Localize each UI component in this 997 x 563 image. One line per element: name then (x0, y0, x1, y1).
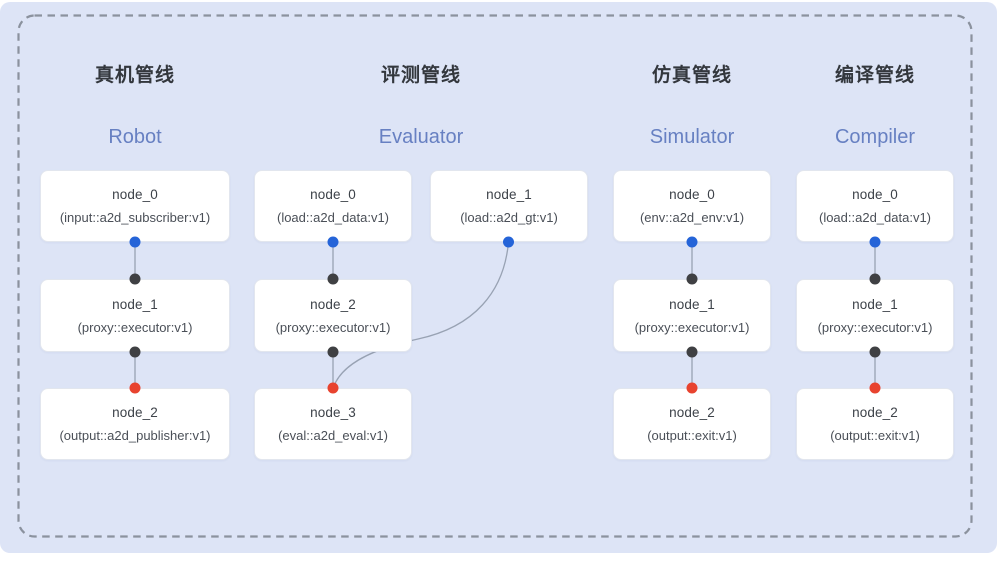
node-name: node_2 (852, 405, 898, 420)
node-type: (eval::a2d_eval:v1) (278, 428, 388, 443)
node-name: node_0 (310, 187, 356, 202)
node-compiler-node0: node_0 (load::a2d_data:v1) (796, 170, 954, 242)
node-type: (output::a2d_publisher:v1) (59, 428, 211, 443)
node-simulator-node2: node_2 (output::exit:v1) (613, 388, 771, 460)
node-type: (output::exit:v1) (830, 428, 920, 443)
node-name: node_1 (112, 296, 158, 312)
node-type: (input::a2d_subscriber:v1) (59, 210, 211, 225)
node-evaluator-node0: node_0 (load::a2d_data:v1) (254, 170, 412, 242)
node-name: node_1 (669, 296, 715, 312)
node-type: (load::a2d_data:v1) (818, 210, 932, 225)
pipeline-title-en-evaluator: Evaluator (378, 126, 464, 148)
node-type: (proxy::executor:v1) (817, 319, 933, 335)
node-evaluator-node2: node_2 (proxy::executor:v1) (254, 279, 412, 352)
node-evaluator-node3: node_3 (eval::a2d_eval:v1) (254, 388, 412, 460)
node-robot-node2: node_2 (output::a2d_publisher:v1) (40, 388, 230, 460)
node-type: (env::a2d_env:v1) (639, 210, 745, 225)
node-type: (output::exit:v1) (647, 428, 737, 443)
node-name: node_0 (112, 187, 158, 202)
node-name: node_2 (669, 405, 715, 420)
pipeline-title-en-compiler: Compiler (834, 126, 916, 148)
node-name: node_1 (486, 187, 532, 202)
node-name: node_3 (310, 405, 356, 420)
node-robot-node1: node_1 (proxy::executor:v1) (40, 279, 230, 352)
node-simulator-node1: node_1 (proxy::executor:v1) (613, 279, 771, 352)
node-evaluator-node1: node_1 (load::a2d_gt:v1) (430, 170, 588, 242)
node-type: (proxy::executor:v1) (275, 319, 391, 335)
node-type: (proxy::executor:v1) (634, 319, 750, 335)
node-robot-node0: node_0 (input::a2d_subscriber:v1) (40, 170, 230, 242)
node-compiler-node1: node_1 (proxy::executor:v1) (796, 279, 954, 352)
node-type: (load::a2d_data:v1) (276, 210, 390, 225)
pipeline-title-zh-compiler: 编译管线 (834, 65, 915, 86)
node-type: (proxy::executor:v1) (77, 319, 193, 335)
node-name: node_0 (852, 187, 898, 202)
node-simulator-node0: node_0 (env::a2d_env:v1) (613, 170, 771, 242)
pipeline-title-zh-robot: 真机管线 (94, 65, 175, 86)
pipeline-title-zh-evaluator: 评测管线 (380, 65, 461, 86)
node-name: node_1 (852, 296, 898, 312)
node-type: (load::a2d_gt:v1) (460, 210, 558, 225)
pipeline-title-en-robot: Robot (108, 126, 162, 148)
node-name: node_0 (669, 187, 715, 202)
node-compiler-node2: node_2 (output::exit:v1) (796, 388, 954, 460)
node-name: node_2 (310, 296, 356, 312)
node-name: node_2 (112, 405, 158, 420)
